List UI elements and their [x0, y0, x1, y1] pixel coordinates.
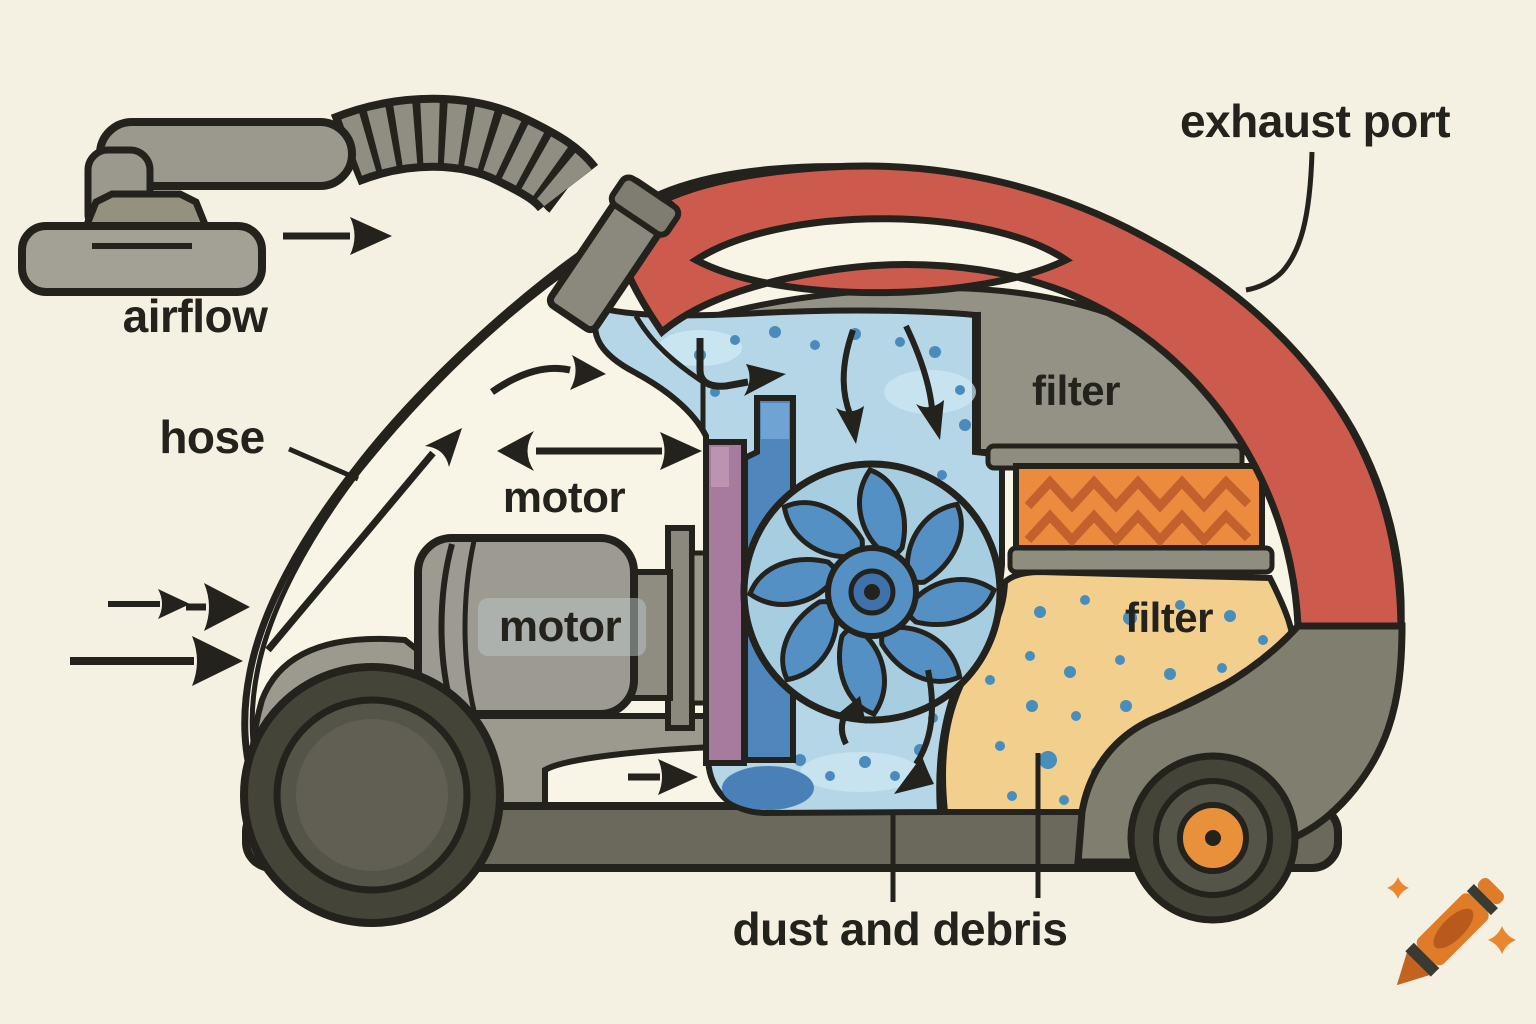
pointer-lines: [288, 151, 1315, 902]
exhaust-pointer-line: [1245, 151, 1315, 293]
airflow-arrows: [70, 217, 944, 795]
body-diagonal-arrow: [265, 428, 462, 653]
rear-wheel: [1127, 752, 1299, 924]
label-dust-and-debris: dust and debris: [732, 903, 1068, 955]
nozzle-plate: [18, 222, 266, 296]
hose-entry-arrow: [489, 355, 606, 395]
label-filter-top: filter: [1031, 367, 1121, 414]
label-airflow: airflow: [122, 290, 268, 342]
fan-impeller: [740, 460, 1004, 724]
air-highlight: [800, 752, 920, 792]
intake-arrow-medium: [186, 583, 250, 631]
chamber-entry-arrow: [696, 338, 786, 396]
airflow-arrow-nozzle: [283, 217, 392, 255]
label-motor-body: motor: [498, 602, 622, 651]
label-motor-callout: motor: [502, 473, 626, 522]
crayon-logo-icon: [1387, 877, 1516, 986]
hose-pointer-line: [288, 446, 359, 482]
sparkle-icon: [1488, 926, 1516, 954]
separator-column-purple: [703, 439, 747, 766]
label-filter-bag: filter: [1124, 594, 1214, 641]
motor-flow-arrow: [497, 431, 702, 471]
corrugated-hose: [330, 94, 599, 213]
handle-exhaust-band: [612, 162, 1405, 630]
label-hose: hose: [159, 411, 265, 463]
chamber-down-arrow-left: [836, 328, 864, 444]
fan-axle: [864, 584, 880, 600]
motor-label-band: [478, 598, 646, 656]
base-right-arrow: [628, 759, 698, 795]
fan-housing-cap: [761, 403, 789, 439]
sparkle-icon: [1387, 877, 1409, 899]
motor-endcap-line: [462, 540, 477, 712]
intake-arrow-small: [108, 589, 190, 619]
hose-connector: [546, 174, 682, 334]
floor-nozzle: [18, 118, 356, 296]
front-wheel: [240, 663, 504, 927]
filter-zigzag: [1024, 475, 1252, 547]
filter-bar-bottom: [1007, 545, 1275, 575]
chamber-down-arrow-right: [903, 324, 944, 440]
chamber-downleft-arrow: [894, 669, 935, 794]
chamber-up-arrow: [838, 696, 866, 746]
separator-column-purple-cap: [711, 447, 729, 487]
blue-puddle: [722, 766, 814, 810]
intake-arrow-long: [70, 636, 243, 686]
label-exhaust-port: exhaust port: [1179, 95, 1451, 147]
body-inner-wall-line: [249, 255, 587, 783]
